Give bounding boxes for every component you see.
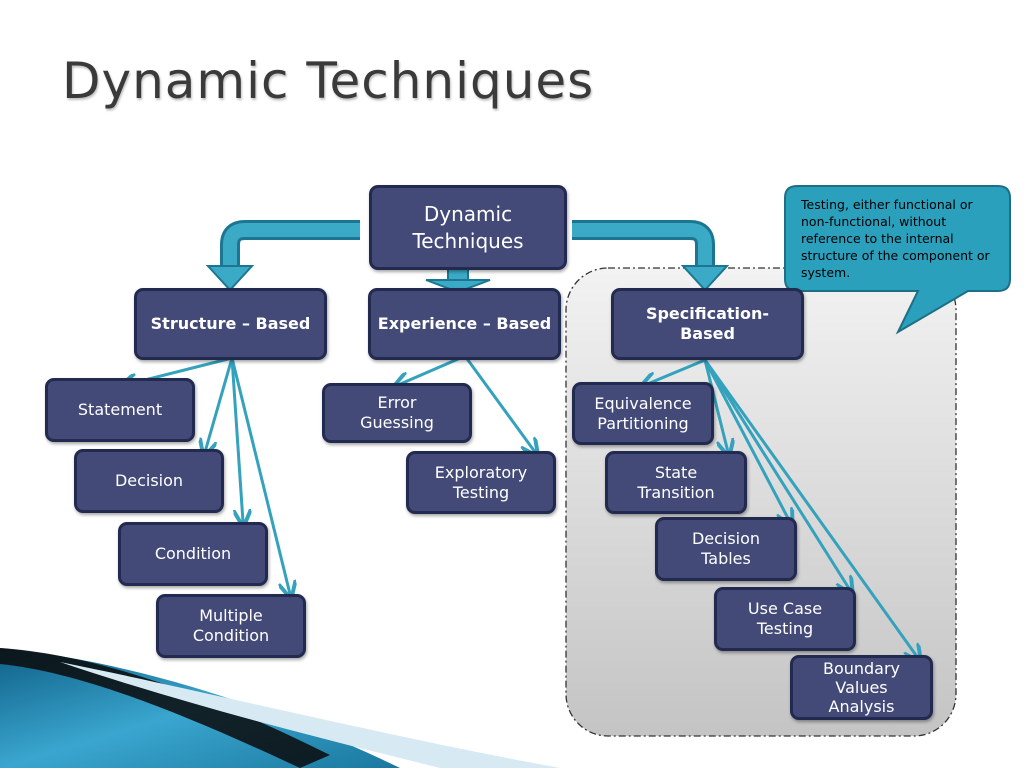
technique-node-state-transition: State Transition (605, 451, 747, 514)
technique-node-equivalence-partitioning: Equivalence Partitioning (572, 382, 714, 445)
specification-to-state-transition-arrow (703, 359, 728, 452)
technique-label: Decision (114, 471, 184, 490)
category-label-structure: Structure – Based (150, 314, 311, 333)
structure-to-decision-arrow (205, 357, 234, 452)
technique-label: Boundary Values Analysis (822, 659, 901, 716)
category-node-experience-based: Experience – Based (368, 288, 561, 360)
specification-to-use-case-arrow (703, 359, 850, 590)
slide-title: Dynamic Techniques (62, 52, 595, 110)
technique-node-multiple-condition: Multiple Condition (156, 594, 306, 658)
technique-label: Decision Tables (691, 529, 761, 568)
category-node-structure-based: Structure – Based (134, 288, 327, 360)
technique-label: Exploratory Testing (434, 462, 528, 502)
technique-node-decision-tables: Decision Tables (655, 517, 797, 581)
technique-node-exploratory-testing: Exploratory Testing (406, 451, 556, 514)
technique-label: Error Guessing (360, 393, 434, 432)
category-label-experience: Experience – Based (377, 314, 552, 333)
technique-node-use-case-testing: Use Case Testing (714, 587, 856, 651)
root-to-experience-arrow (425, 268, 491, 294)
connector-arrows (125, 354, 918, 658)
corner-swoosh-decoration (0, 648, 560, 768)
technique-node-boundary-values-analysis: Boundary Values Analysis (790, 655, 933, 720)
technique-label: Equivalence Partitioning (594, 393, 692, 433)
technique-node-statement: Statement (45, 378, 195, 442)
root-node-dynamic-techniques: Dynamic Techniques (369, 185, 567, 270)
experience-to-exploratory-testing-arrow (463, 355, 535, 452)
callout-bubble (784, 185, 1011, 335)
structure-to-multiple-condition-arrow (230, 357, 290, 594)
technique-node-error-guessing: Error Guessing (322, 383, 472, 443)
callout-text: Testing, either functional or non-functi… (801, 197, 990, 280)
category-node-specification-based: Specification- Based (611, 288, 804, 360)
technique-label: Multiple Condition (192, 606, 270, 645)
technique-label: State Transition (637, 462, 715, 502)
technique-node-condition: Condition (118, 522, 268, 586)
root-node-label: Dynamic Techniques (412, 201, 524, 253)
specification-to-equivalence-arrow (645, 358, 706, 385)
root-to-specification-arrow (572, 220, 730, 292)
technique-label: Use Case Testing (747, 599, 823, 638)
technique-label: Statement (77, 400, 163, 419)
technique-label: Condition (154, 544, 232, 563)
technique-node-decision: Decision (74, 449, 224, 513)
experience-to-error-guessing-arrow (398, 354, 466, 385)
category-label-specification: Specification- Based (645, 304, 770, 343)
root-to-structure-arrow (205, 220, 360, 292)
specification-to-decision-tables-arrow (703, 359, 790, 522)
specification-to-boundary-values-arrow (703, 359, 918, 658)
structure-to-condition-arrow (230, 357, 243, 522)
